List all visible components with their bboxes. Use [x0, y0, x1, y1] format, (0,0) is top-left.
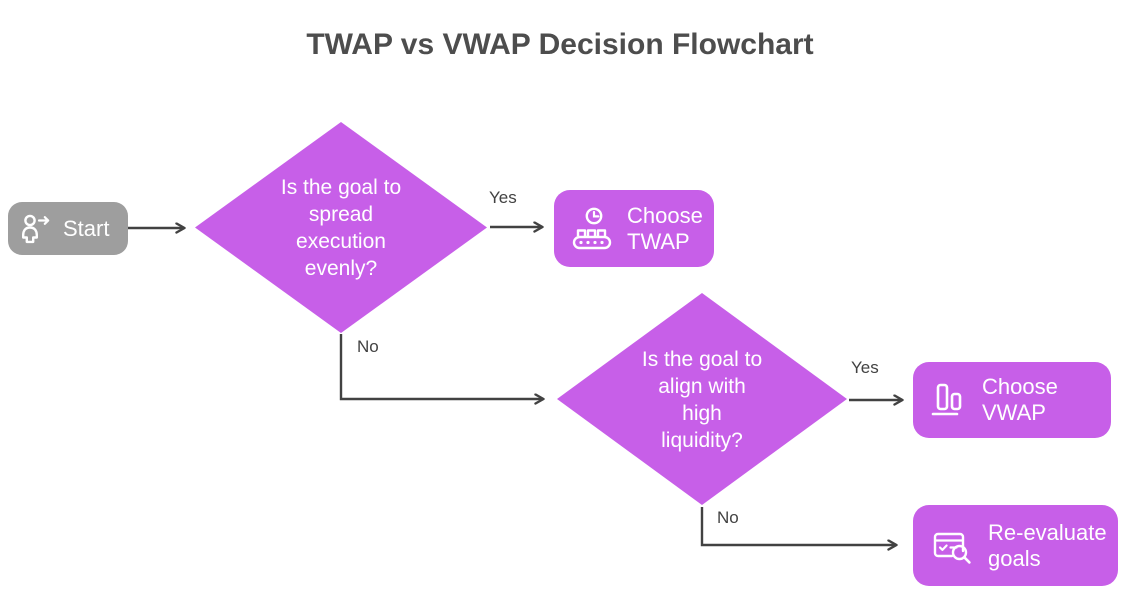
choose-twap-label: Choose TWAP [627, 202, 703, 254]
edge-decision1-no [339, 334, 543, 399]
bar-chart-icon [929, 378, 969, 422]
choose-twap-node: Choose TWAP [554, 190, 714, 267]
reevaluate-goals-node: Re-evaluate goals [913, 505, 1118, 586]
start-node: Start [8, 202, 128, 255]
review-search-icon [929, 523, 975, 569]
person-arrow-icon [18, 211, 54, 247]
edge-label-no-1: No [357, 337, 379, 356]
reevaluate-goals-label: Re-evaluate goals [988, 519, 1107, 571]
start-label: Start [63, 215, 110, 241]
edge-decision2-no [700, 507, 896, 545]
edge-label-no-2: No [717, 508, 739, 527]
decision1-text: Is the goal to spread execution evenly? [280, 176, 402, 280]
clock-conveyor-icon [570, 205, 614, 253]
chart-title: TWAP vs VWAP Decision Flowchart [306, 28, 814, 61]
edge-label-yes-1: Yes [489, 188, 517, 207]
decision2-text: Is the goal to align with high liquidity… [641, 348, 763, 452]
decision-diamond-1 [195, 122, 487, 333]
choose-vwap-node: Choose VWAP [913, 362, 1111, 438]
edge-label-yes-2: Yes [851, 358, 879, 377]
decision-diamond-2 [557, 293, 847, 505]
choose-vwap-label: Choose VWAP [982, 374, 1058, 425]
